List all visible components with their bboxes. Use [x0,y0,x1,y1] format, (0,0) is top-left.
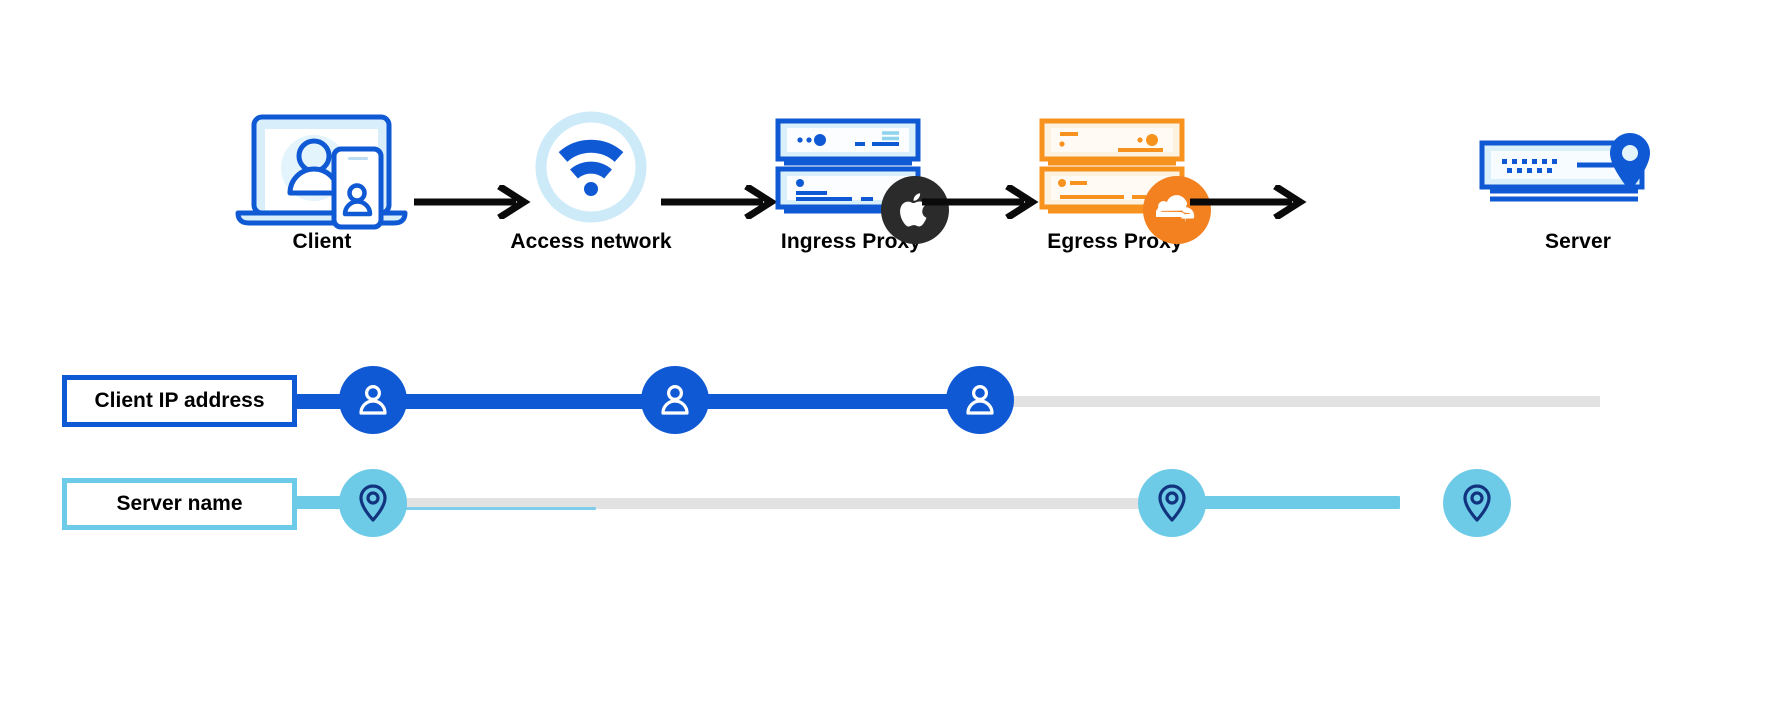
pipeline-node-server: Server [1478,105,1678,254]
client-ip-marker-access-network [641,366,709,434]
pipeline-node-label: Server [1545,230,1611,253]
server-name-track-thin-hint [360,507,596,510]
location-pin-icon [359,484,387,522]
pipeline-node-label: Access network [510,230,672,253]
location-pin-icon [1463,484,1491,522]
pipeline-node-access-network: Access network [491,105,691,254]
arrow-ingress-to-egress [920,183,1040,224]
wifi-icon [535,111,647,223]
location-pin-icon [1610,133,1650,191]
apple-logo-icon [881,176,949,244]
server-name-marker-client [339,469,407,537]
client-icon-art [222,105,422,230]
client-ip-track-hidden [980,396,1600,407]
pipeline-node-label: Client [292,230,352,253]
pipeline-node-ingress-proxy: Ingress Proxy [751,105,951,254]
client-ip-marker-ingress-proxy [946,366,1014,434]
pipeline-node-egress-proxy: Egress Proxy [1015,105,1215,254]
server-name-marker-egress-proxy [1138,469,1206,537]
person-icon [661,384,689,415]
client-ip-address-label-box: Client IP address [62,375,297,427]
laptop-phone-user-icon [235,114,408,230]
server-name-track-hidden [358,498,1268,509]
arrow-client-to-access [412,183,532,224]
pipeline-node-client: Client [222,105,422,254]
server-icon-art [1478,105,1678,230]
access-network-icon-art [491,105,691,230]
pipeline-node-label: Egress Proxy [1047,230,1183,253]
client-ip-track-visible [290,394,990,409]
server-name-marker-server [1443,469,1511,537]
egress-proxy-icon-art [1015,105,1215,244]
server-name-label: Server name [116,492,243,515]
location-pin-icon [1158,484,1186,522]
arrow-access-to-ingress [659,183,779,224]
client-ip-marker-client [339,366,407,434]
pipeline-node-label: Ingress Proxy [780,230,922,253]
server-single-icon [1479,133,1650,202]
ingress-proxy-icon-art [751,105,951,244]
arrow-egress-to-server [1188,183,1308,224]
server-name-label-box: Server name [62,478,297,530]
client-ip-address-label: Client IP address [94,389,265,412]
cloudflare-logo-icon [1143,176,1211,244]
person-icon [966,384,994,415]
person-icon [359,384,387,415]
